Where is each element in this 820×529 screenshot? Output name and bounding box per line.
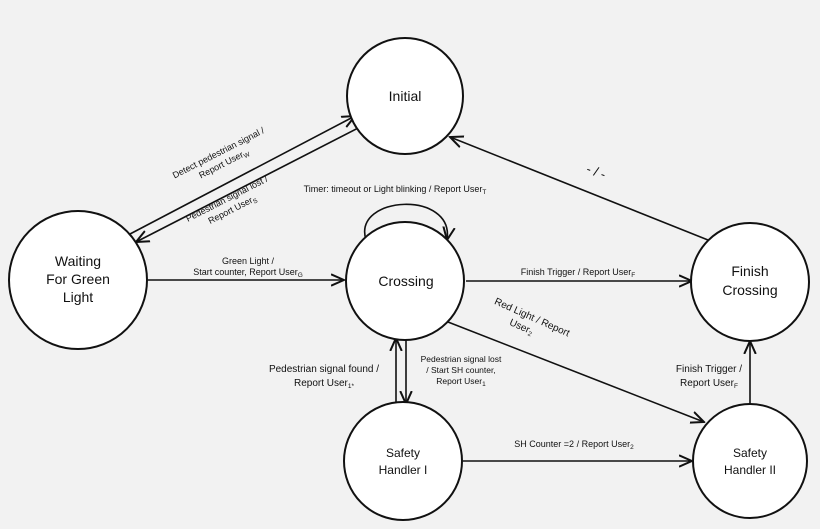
state-sh1-label-1: Safety (386, 446, 420, 460)
label-found-line1: Pedestrian signal found / (269, 364, 379, 375)
label-lost-sh-line2: / Start SH counter, (426, 365, 495, 375)
state-initial-label: Initial (389, 88, 422, 104)
state-waiting-label-2: For Green (46, 271, 110, 287)
state-sh1-label-2: Handler I (379, 463, 428, 477)
state-crossing-label: Crossing (378, 273, 433, 289)
state-safety-handler-1 (343, 401, 463, 521)
label-finish-sh2-line1: Finish Trigger / (676, 364, 742, 375)
state-sh2-label-2: Handler II (724, 463, 776, 477)
label-sh-counter: SH Counter =2 / Report User2 (514, 439, 634, 451)
label-finish-sh2-line2: Report UserF (680, 378, 738, 390)
edge-crossing-self-loop (363, 203, 448, 240)
label-lost-sh-line3: Report User1 (436, 376, 486, 388)
label-finish-to-initial: - / - (584, 161, 607, 182)
edge-crossing-to-sh2 (447, 321, 704, 422)
state-finish-crossing (690, 222, 810, 342)
state-sh2-label-1: Safety (733, 446, 767, 460)
label-timer: Timer: timeout or Light blinking / Repor… (304, 184, 487, 196)
edge-finish-to-initial (450, 137, 709, 241)
state-initial (346, 37, 464, 155)
state-waiting (8, 210, 148, 350)
label-lost-sh-line1: Pedestrian signal lost (421, 354, 502, 364)
state-finish-label-2: Crossing (722, 282, 777, 298)
state-waiting-label-1: Waiting (55, 253, 101, 269)
label-green-line1: Green Light / (222, 256, 275, 266)
label-signal-lost: Pedestrian signal lost / Report UserS (184, 174, 270, 226)
state-safety-handler-2 (692, 403, 808, 519)
edge-waiting-to-initial (129, 116, 355, 235)
state-crossing (345, 221, 465, 341)
label-red-light: Red Light / Report User2 (493, 296, 572, 339)
state-waiting-label-3: Light (63, 289, 93, 305)
label-found-line2: Report User1* (294, 378, 355, 390)
label-finish-trigger: Finish Trigger / Report UserF (521, 267, 636, 279)
label-detect-line1: Detect pedestrian signal / (171, 125, 266, 180)
state-finish-label-1: Finish (731, 263, 768, 279)
edge-initial-to-waiting (136, 124, 365, 242)
label-green-line2: Start counter, Report UserG (193, 267, 303, 279)
